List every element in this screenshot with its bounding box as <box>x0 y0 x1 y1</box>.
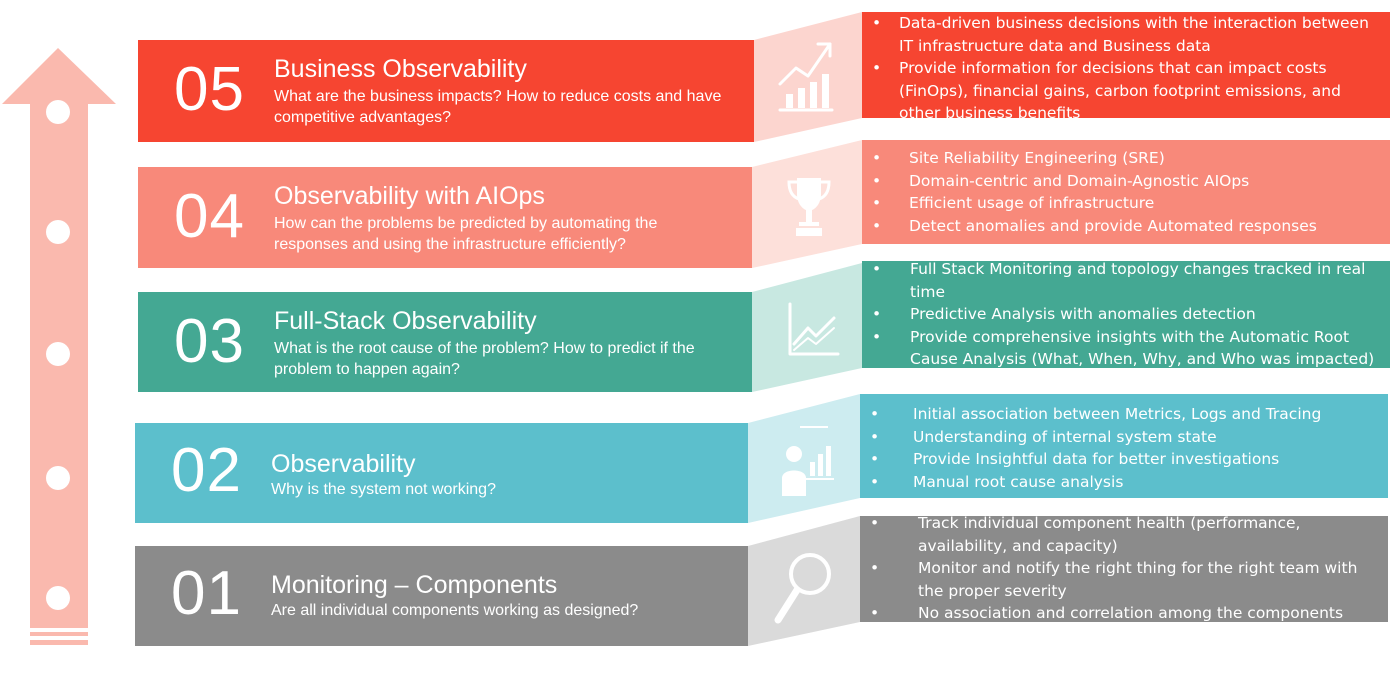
details-panel-02: Initial association between Metrics, Log… <box>860 394 1388 498</box>
details-panel-05: Data-driven business decisions with the … <box>862 12 1390 118</box>
trophy-icon <box>787 178 831 236</box>
bullet-item: No association and correlation among the… <box>860 602 1368 622</box>
bullet-item: Full Stack Monitoring and topology chang… <box>862 261 1376 303</box>
level-title: Full-Stack Observability <box>274 307 537 335</box>
level-title: Business Observability <box>274 55 527 83</box>
bullet-list: Full Stack Monitoring and topology chang… <box>862 261 1376 368</box>
arrow-dot <box>46 100 70 124</box>
growth-chart-icon <box>778 42 834 112</box>
bullet-item: Provide information for decisions that c… <box>862 57 1380 118</box>
arrow-dot <box>46 220 70 244</box>
arrow-dot <box>46 342 70 366</box>
details-panel-04: Site Reliability Engineering (SRE) Domai… <box>862 140 1390 244</box>
level-number: 04 <box>174 182 245 251</box>
bullet-item: Understanding of internal system state <box>860 426 1388 449</box>
bullet-list: Track individual component health (perfo… <box>860 516 1368 622</box>
details-panel-01: Track individual component health (perfo… <box>860 516 1388 622</box>
bullet-list: Site Reliability Engineering (SRE) Domai… <box>862 147 1390 237</box>
level-question: Why is the system not working? <box>271 481 496 498</box>
bullet-item: Site Reliability Engineering (SRE) <box>862 147 1390 170</box>
line-chart-icon <box>788 302 840 356</box>
level-number: 03 <box>174 307 245 376</box>
bullet-item: Detect anomalies and provide Automated r… <box>862 215 1390 238</box>
level-band-01: 01 Monitoring – Components Are all indiv… <box>135 546 748 646</box>
bullet-list: Initial association between Metrics, Log… <box>860 403 1388 493</box>
arrow-dot <box>46 586 70 610</box>
bullet-item: Domain-centric and Domain-Agnostic AIOps <box>862 170 1390 193</box>
magnifier-icon <box>774 553 831 624</box>
bullet-item: Manual root cause analysis <box>860 471 1388 494</box>
level-question: What is the root cause of the problem? H… <box>274 340 695 378</box>
level-band-02: 02 Observability Why is the system not w… <box>135 423 748 523</box>
arrow-shape <box>2 48 116 645</box>
level-band-05: 05 Business Observability What are the b… <box>138 40 754 142</box>
connector-01 <box>748 516 860 646</box>
level-number: 05 <box>174 55 245 124</box>
presenter-chart-icon <box>782 426 834 496</box>
level-question: What are the business impacts? How to re… <box>274 88 722 126</box>
bullet-item: Initial association between Metrics, Log… <box>860 403 1388 426</box>
bullet-item: Track individual component health (perfo… <box>860 516 1368 557</box>
level-number: 01 <box>171 559 242 628</box>
bullet-list: Data-driven business decisions with the … <box>862 12 1380 118</box>
details-panel-03: Full Stack Monitoring and topology chang… <box>862 261 1390 368</box>
bullet-item: Data-driven business decisions with the … <box>862 12 1380 57</box>
level-question: Are all individual components working as… <box>271 602 639 619</box>
connector-02 <box>748 394 860 523</box>
bullet-item: Provide Insightful data for better inves… <box>860 448 1388 471</box>
level-question: How can the problems be predicted by aut… <box>274 215 658 253</box>
level-title: Monitoring – Components <box>271 571 558 599</box>
progress-arrow-icon <box>2 48 116 645</box>
bullet-item: Monitor and notify the right thing for t… <box>860 557 1368 602</box>
level-number: 02 <box>171 436 242 505</box>
level-title: Observability with AIOps <box>274 182 545 210</box>
bullet-item: Efficient usage of infrastructure <box>862 192 1390 215</box>
bullet-item: Provide comprehensive insights with the … <box>862 326 1376 369</box>
bullet-item: Predictive Analysis with anomalies detec… <box>862 303 1376 326</box>
arrow-dot <box>46 466 70 490</box>
level-band-03: 03 Full-Stack Observability What is the … <box>138 292 752 392</box>
level-title: Observability <box>271 450 416 478</box>
level-band-04: 04 Observability with AIOps How can the … <box>138 167 752 268</box>
